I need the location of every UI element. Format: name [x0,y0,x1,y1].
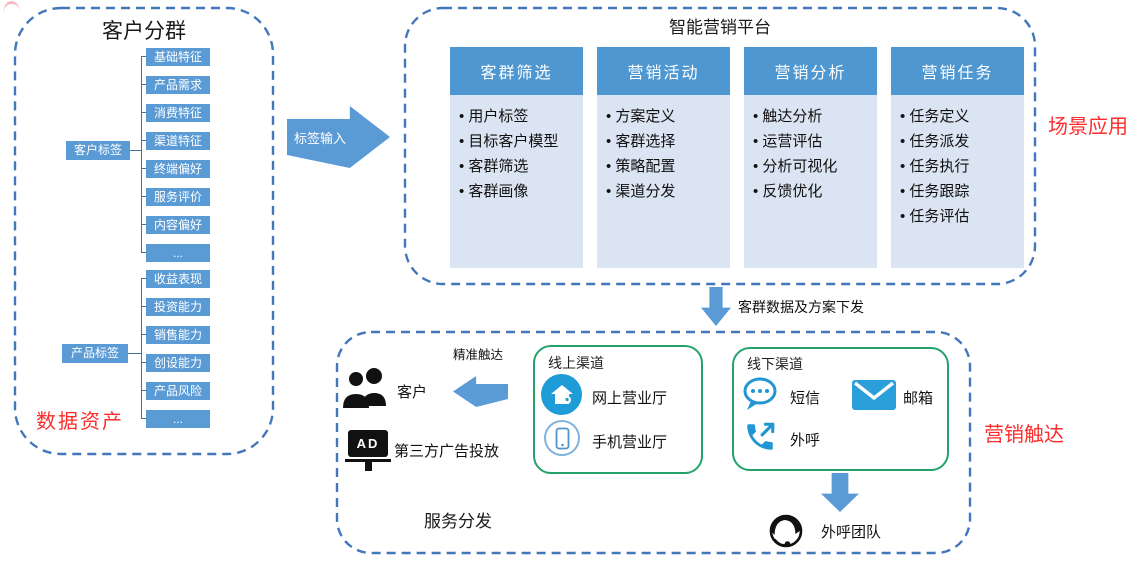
sms-icon [743,377,777,410]
platform-column-campaign: 营销活动 方案定义 客群选择 策略配置 渠道分发 [597,47,730,268]
feature-item: 触达分析 [753,104,873,129]
feature-item: 任务跟踪 [900,179,1020,204]
data-assets-annotation: 数据资产 [36,411,124,433]
feature-item: 运营评估 [753,129,873,154]
tag-input-arrow: 标签输入 [287,106,390,168]
sms-label: 短信 [790,390,821,407]
product-tags-label: 产品标签 [62,344,128,363]
scenario-application-annotation: 场景应用 [1048,116,1128,138]
feature-item: 客群选择 [606,129,726,154]
feature-item: 任务执行 [900,154,1020,179]
tag-item: 产品风险 [141,382,210,400]
bracket-line [141,57,142,253]
tag-item: 销售能力 [141,326,210,344]
bracket-connector [128,353,141,354]
tag-item-more: ... [141,410,210,428]
customers-label: 客户 [397,384,428,401]
feature-item: 方案定义 [606,104,726,129]
tag-item: 产品需求 [141,76,210,94]
feature-item: 策略配置 [606,154,726,179]
third-party-ads-label: 第三方广告投放 [394,443,500,460]
mail-icon [852,380,896,410]
platform-title: 智能营销平台 [669,18,771,37]
column-body: 方案定义 客群选择 策略配置 渠道分发 [597,95,730,268]
column-header: 营销任务 [891,47,1024,95]
tag-item: 投资能力 [141,298,210,316]
ad-billboard-icon: AD [345,430,391,471]
tag-item: 消费特征 [141,104,210,122]
tag-input-arrow-label: 标签输入 [293,130,346,146]
outbound-label: 外呼 [790,432,821,449]
outbound-call-icon [747,422,775,450]
feature-item: 任务派发 [900,129,1020,154]
column-body: 任务定义 任务派发 任务执行 任务跟踪 任务评估 [891,95,1024,268]
bracket-connector [130,150,141,151]
service-panel-title: 服务分发 [424,512,492,531]
dispatch-down-arrow [701,287,731,326]
tag-item: 内容偏好 [141,216,210,234]
bracket-line [141,279,142,419]
offline-channel-box [732,347,949,471]
feature-item: 渠道分发 [606,179,726,204]
column-header: 营销活动 [597,47,730,95]
tag-item: 创设能力 [141,354,210,372]
precise-reach-label: 精准触达 [453,348,504,362]
customer-tags-label: 客户标签 [66,141,130,160]
platform-column-analysis: 营销分析 触达分析 运营评估 分析可视化 反馈优化 [744,47,877,268]
precise-reach-arrow [453,376,508,407]
web-hall-icon [541,374,582,415]
corner-artifact-mark [2,0,21,14]
platform-column-screening: 客群筛选 用户标签 目标客户模型 客群筛选 客群画像 [450,47,583,268]
left-panel-title: 客户分群 [102,20,186,43]
tag-item: 基础特征 [141,48,210,66]
feature-item: 用户标签 [459,104,579,129]
offline-channel-title: 线下渠道 [747,356,803,372]
feature-item: 任务定义 [900,104,1020,129]
mobile-hall-label: 手机营业厅 [592,434,668,451]
tag-item-more: ... [141,244,210,262]
column-body: 触达分析 运营评估 分析可视化 反馈优化 [744,95,877,268]
column-header: 营销分析 [744,47,877,95]
ad-icon-text: AD [356,436,380,451]
tag-item: 收益表现 [141,270,210,288]
outbound-team-label: 外呼团队 [821,524,882,541]
online-channel-title: 线上渠道 [548,355,604,371]
feature-item: 分析可视化 [753,154,873,179]
outbound-team-arrow [821,473,859,512]
feature-item: 任务评估 [900,204,1020,229]
feature-item: 目标客户模型 [459,129,579,154]
agent-icon [769,514,803,548]
mobile-hall-icon [544,420,580,456]
platform-column-tasks: 营销任务 任务定义 任务派发 任务执行 任务跟踪 任务评估 [891,47,1024,268]
column-header: 客群筛选 [450,47,583,95]
feature-item: 客群筛选 [459,154,579,179]
tag-item: 渠道特征 [141,132,210,150]
customers-icon [343,368,386,408]
tag-item: 终端偏好 [141,160,210,178]
feature-item: 反馈优化 [753,179,873,204]
dispatch-arrow-label: 客群数据及方案下发 [738,299,864,315]
mail-label: 邮箱 [903,390,934,407]
web-hall-label: 网上营业厅 [592,390,668,407]
feature-item: 客群画像 [459,179,579,204]
marketing-reach-annotation: 营销触达 [984,424,1064,446]
tag-item: 服务评价 [141,188,210,206]
column-body: 用户标签 目标客户模型 客群筛选 客群画像 [450,95,583,268]
